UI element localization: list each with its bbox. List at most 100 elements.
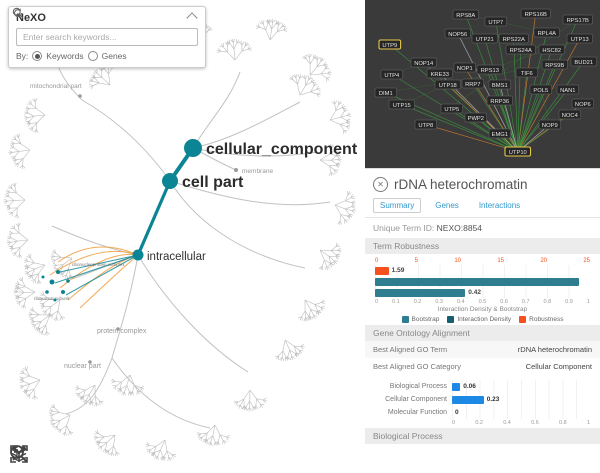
network-node[interactable]: NOP6 <box>571 98 594 109</box>
network-node[interactable]: RPS16B <box>520 8 551 19</box>
tab-genes[interactable]: Genes <box>435 201 459 210</box>
network-node[interactable]: BMS1 <box>488 79 511 90</box>
network-node[interactable]: RPS17B <box>562 14 593 25</box>
network-node[interactable]: PWP2 <box>464 112 487 123</box>
gene-cluster-dots <box>41 270 70 302</box>
network-node[interactable]: UTP13 <box>566 33 593 44</box>
svg-text:UTP18: UTP18 <box>439 83 457 89</box>
svg-text:PWP2: PWP2 <box>468 116 484 122</box>
svg-text:UTP10: UTP10 <box>509 150 527 156</box>
network-node[interactable]: NAN1 <box>556 84 579 95</box>
svg-text:POL5: POL5 <box>533 88 548 94</box>
network-node[interactable]: BUD21 <box>570 56 597 67</box>
svg-text:UTP13: UTP13 <box>571 37 589 43</box>
network-node[interactable]: UTP5 <box>440 103 463 114</box>
zoom-out-button[interactable] <box>10 443 64 465</box>
network-node[interactable]: NOP14 <box>410 57 437 68</box>
label-cell-part[interactable]: cell part <box>182 174 244 191</box>
svg-text:KRE33: KRE33 <box>431 72 449 78</box>
svg-text:NOC4: NOC4 <box>562 113 579 119</box>
network-node[interactable]: EMG1 <box>488 128 511 139</box>
close-icon[interactable] <box>373 177 388 192</box>
network-node[interactable]: KRE33 <box>426 68 453 79</box>
robustness-axis-caption: Interaction Density & Bootstrap <box>437 306 528 313</box>
network-node[interactable]: HSC82 <box>538 44 565 55</box>
network-node[interactable]: UTP4 <box>380 69 403 80</box>
network-node[interactable]: NOP1 <box>453 62 476 73</box>
network-node[interactable]: RPS22A <box>498 33 529 44</box>
ontology-tree-svg: cellular_component cell part intracellul… <box>3 18 358 462</box>
svg-text:UTP5: UTP5 <box>444 107 459 113</box>
svg-text:TIF6: TIF6 <box>521 71 533 77</box>
network-node[interactable]: RPS24A <box>505 44 536 55</box>
network-node[interactable]: UTP10 <box>504 146 532 157</box>
node-intracellular[interactable] <box>132 249 144 261</box>
term-id-label: Unique Term ID: <box>373 223 435 233</box>
network-node[interactable]: UTP9 <box>378 39 402 50</box>
layers-button[interactable] <box>10 443 166 465</box>
label-membrane: membrane <box>242 168 273 175</box>
svg-text:RPS9B: RPS9B <box>545 63 564 69</box>
search-input[interactable] <box>21 31 193 43</box>
network-node[interactable]: RPS9B <box>541 59 568 70</box>
network-node[interactable]: UTP15 <box>388 99 415 110</box>
network-node[interactable]: UTP7 <box>484 16 507 27</box>
network-node[interactable]: NOP56 <box>444 28 471 39</box>
network-node[interactable]: RPS8A <box>452 9 479 20</box>
svg-text:BUD21: BUD21 <box>574 60 593 66</box>
network-node[interactable]: RRP7 <box>461 78 484 89</box>
network-node[interactable]: RRP36 <box>486 95 513 106</box>
network-node[interactable]: RPS13 <box>476 64 503 75</box>
fit-to-screen-button[interactable] <box>10 443 98 465</box>
label-ribosomal-subunit: ribosomal subunit <box>34 296 70 301</box>
network-node[interactable]: TIF6 <box>515 67 538 78</box>
network-node[interactable]: RPL4A <box>533 27 560 38</box>
radio-genes[interactable] <box>87 51 98 61</box>
radio-keywords[interactable] <box>32 51 43 61</box>
network-node[interactable]: UTP18 <box>434 79 461 90</box>
svg-text:RRP36: RRP36 <box>490 99 509 105</box>
collapse-chevron-icon[interactable] <box>186 12 198 24</box>
tab-summary[interactable]: Summary <box>373 198 422 213</box>
node-cell-part[interactable] <box>162 173 178 189</box>
radio-genes-label[interactable]: Genes <box>101 51 127 61</box>
reset-icon[interactable] <box>12 7 24 19</box>
svg-text:NOP14: NOP14 <box>414 61 434 67</box>
svg-text:UTP9: UTP9 <box>382 43 397 49</box>
term-id-value: NEXO:8854 <box>436 223 483 233</box>
ontology-tree-canvas[interactable]: cellular_component cell part intracellul… <box>0 0 365 473</box>
by-label: By: <box>16 51 29 61</box>
network-node[interactable]: POL5 <box>529 84 552 95</box>
network-node[interactable]: UTP8 <box>414 119 437 130</box>
selected-path-edges <box>54 146 195 296</box>
legend-interaction-density: Interaction Density <box>447 316 511 323</box>
network-node[interactable]: DIM1 <box>374 87 397 98</box>
app-title: NeXO <box>16 12 46 24</box>
network-node[interactable]: UTP21 <box>471 33 498 44</box>
network-node[interactable]: NOP9 <box>538 119 561 130</box>
tab-interactions[interactable]: Interactions <box>478 201 521 210</box>
legend-robustness: Robustness <box>519 316 564 323</box>
label-intracellular[interactable]: intracellular <box>147 251 206 263</box>
search-icon[interactable] <box>12 7 24 19</box>
label-cellular-component[interactable]: cellular_component <box>206 141 358 158</box>
radio-keywords-label[interactable]: Keywords <box>46 51 84 61</box>
svg-text:EMG1: EMG1 <box>492 132 508 138</box>
svg-text:RPS13: RPS13 <box>481 68 499 74</box>
network-node[interactable]: NOC4 <box>558 109 581 120</box>
branch-layout-button[interactable] <box>11 443 132 465</box>
node-cellular-component[interactable] <box>184 139 202 157</box>
bar-bootstrap <box>375 276 590 287</box>
svg-text:RPL4A: RPL4A <box>538 31 557 37</box>
